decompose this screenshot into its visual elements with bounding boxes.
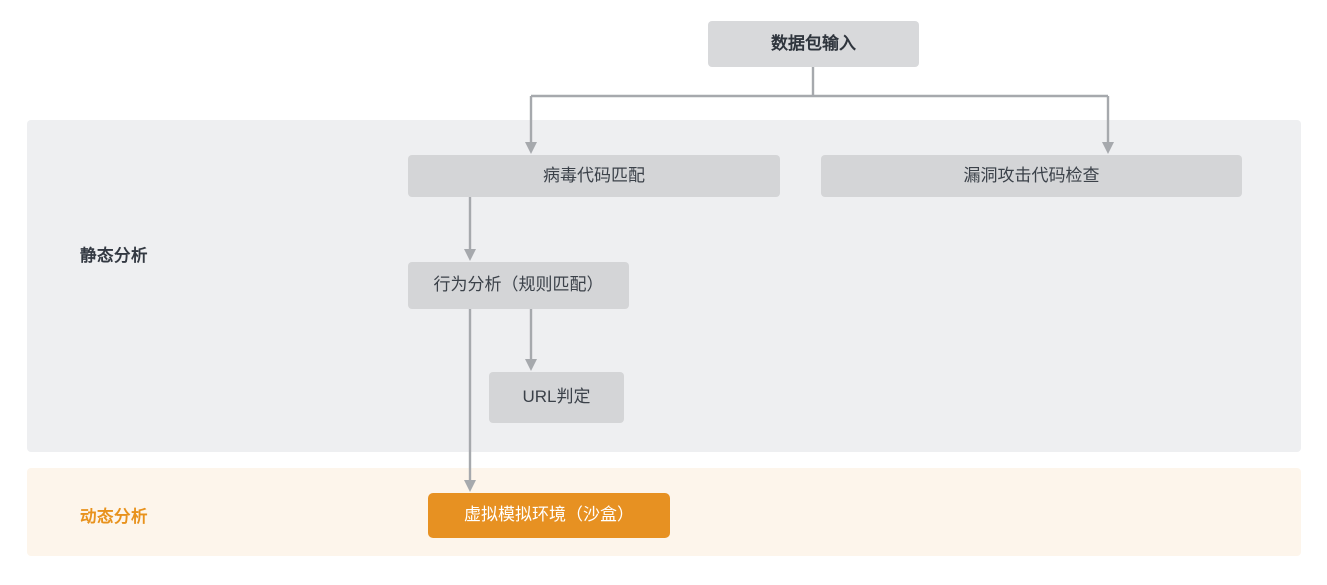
band-label-static-analysis: 静态分析 [80, 247, 148, 265]
node-packet-input[interactable]: 数据包输入 [708, 21, 919, 67]
node-exploit-code-check[interactable]: 漏洞攻击代码检查 [821, 155, 1242, 197]
node-behavior-analysis[interactable]: 行为分析（规则匹配） [408, 262, 629, 309]
band-label-dynamic-analysis: 动态分析 [80, 508, 148, 526]
node-url-judgement[interactable]: URL判定 [489, 372, 624, 423]
node-sandbox[interactable]: 虚拟模拟环境（沙盒） [428, 493, 670, 538]
node-virus-code-match[interactable]: 病毒代码匹配 [408, 155, 780, 197]
